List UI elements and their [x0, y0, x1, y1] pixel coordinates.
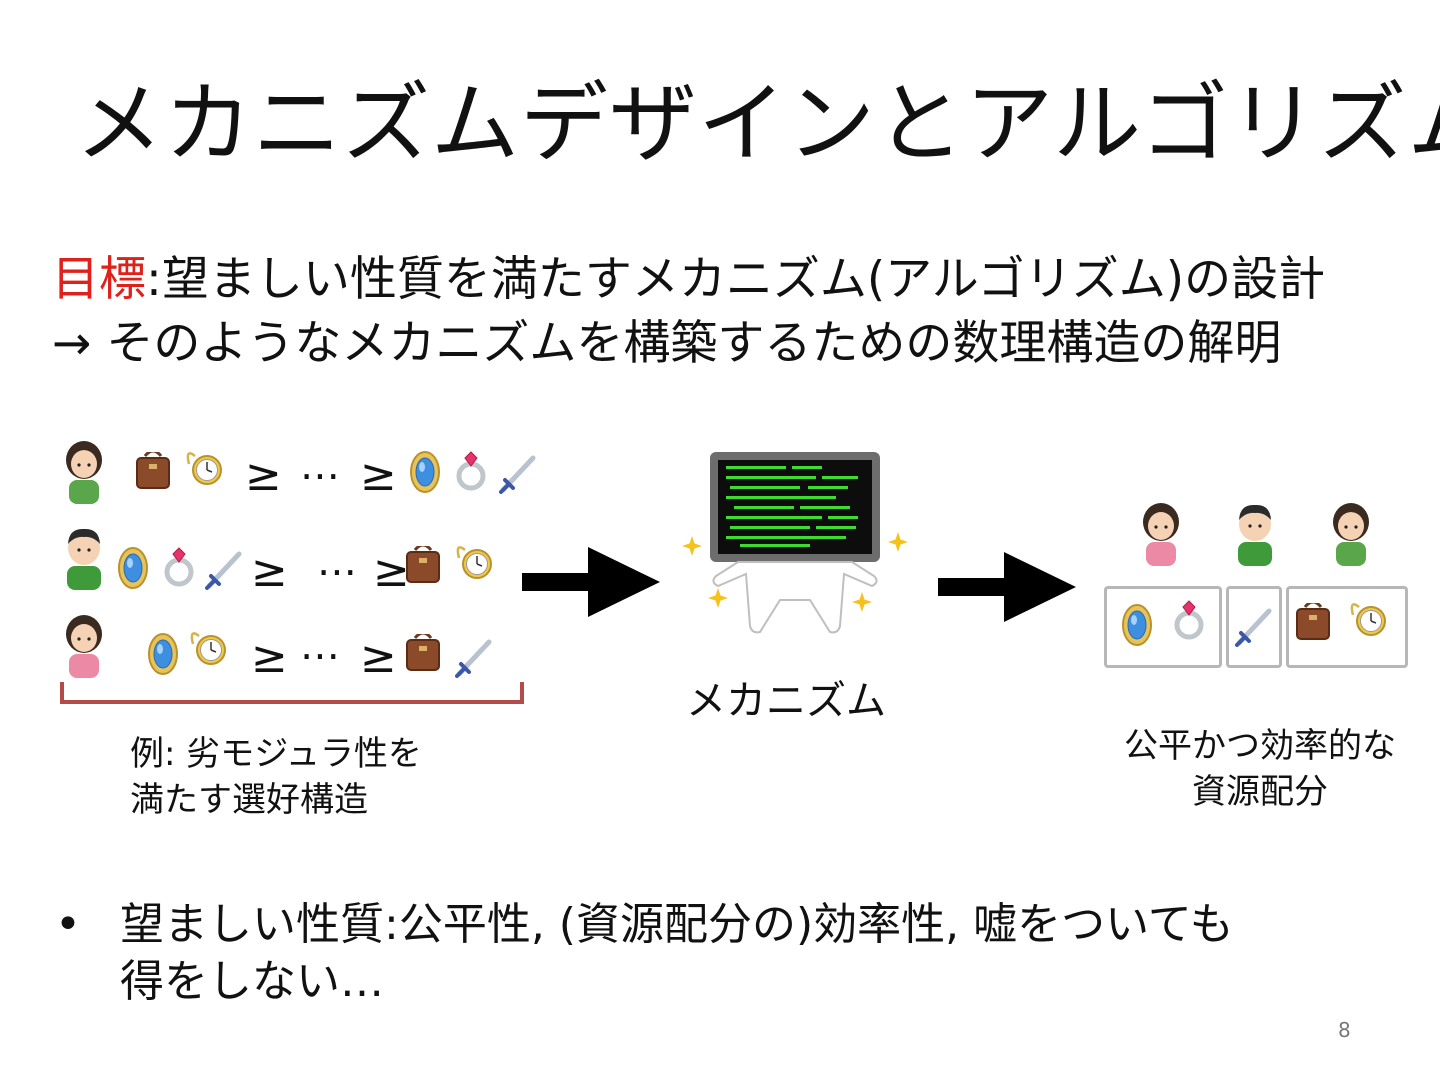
bag-icon [405, 546, 441, 584]
mechanism-label: メカニズム [686, 678, 886, 724]
arrow-right-icon [522, 547, 660, 617]
pocket-watch-icon [1350, 603, 1387, 637]
mirror-icon [1122, 604, 1152, 646]
arrow-right-icon [938, 552, 1076, 622]
sword-icon [455, 638, 495, 680]
bullet-line-1: 望ましい性質:公平性, (資源配分の)効率性, 嘘をついても [120, 899, 1234, 950]
preference-caption-line-1: 例: 劣モジュラ性を [130, 734, 422, 774]
preference-bracket [60, 682, 524, 704]
sword-icon [205, 550, 245, 592]
person-pink-icon [1143, 503, 1179, 566]
person-pink-icon [66, 615, 102, 678]
mirror-icon [148, 633, 178, 675]
allocation-caption-line-1: 公平かつ効率的な [1124, 726, 1396, 766]
ellipsis: ⋯ [300, 453, 342, 499]
bullet-text: 望ましい性質:公平性, (資源配分の)効率性, 嘘をついても 得をしない… [120, 896, 1320, 1010]
allocation-box-3 [1286, 586, 1408, 668]
preference-row-1: ≥ ⋯ ≥ [55, 438, 555, 528]
mirror-icon [118, 547, 148, 589]
pocket-watch-icon [456, 546, 493, 580]
geq-symbol: ≥ [360, 450, 397, 501]
page-number: 8 [1338, 1018, 1351, 1042]
goal-keyword: 目標 [52, 252, 146, 307]
allocation-caption-line-2: 資源配分 [1192, 771, 1328, 812]
geq-symbol: ≥ [373, 546, 410, 597]
allocation-caption: 公平かつ効率的な 資源配分 [1095, 724, 1425, 816]
preference-row-3: ≥ ⋯ ≥ [55, 612, 555, 702]
preference-caption: 例: 劣モジュラ性を 満たす選好構造 [130, 732, 422, 824]
sword-icon [1235, 607, 1275, 649]
bullet-line-2: 得をしない… [120, 956, 384, 1008]
mirror-icon [410, 451, 440, 493]
bag-icon [405, 634, 441, 672]
geq-symbol: ≥ [251, 546, 288, 597]
goal-line-1: 目標:望ましい性質を満たすメカニズム(アルゴリズム)の設計 [52, 252, 1325, 308]
preference-caption-line-2: 満たす選好構造 [130, 779, 368, 820]
ellipsis: ⋯ [317, 549, 359, 595]
pocket-watch-icon [190, 632, 227, 666]
allocation-box-2 [1226, 586, 1282, 668]
ring-icon [163, 546, 197, 590]
goal-line-2: → そのようなメカニズムを構築するための数理構造の解明 [52, 316, 1282, 371]
bag-icon [135, 452, 171, 490]
person-girl-icon [1333, 503, 1369, 566]
slide-title: メカニズムデザインとアルゴリズム [75, 72, 1440, 175]
goal-text: :望ましい性質を満たすメカニズム(アルゴリズム)の設計 [146, 252, 1326, 307]
ring-icon [1173, 599, 1207, 643]
person-boy-icon [67, 528, 101, 590]
geq-symbol: ≥ [251, 632, 288, 683]
allocation-box-1 [1104, 586, 1222, 668]
bullet-marker: • [55, 899, 81, 950]
ellipsis: ⋯ [300, 633, 342, 679]
mechanism-computer-icon [682, 452, 908, 634]
bag-icon [1295, 603, 1331, 641]
geq-symbol: ≥ [360, 632, 397, 683]
person-girl-icon [66, 441, 102, 504]
geq-symbol: ≥ [245, 450, 282, 501]
preference-row-2: ≥ ⋯ ≥ [55, 524, 555, 614]
ring-icon [455, 450, 489, 494]
pocket-watch-icon [186, 452, 223, 486]
person-boy-icon [1238, 504, 1272, 566]
sword-icon [499, 454, 539, 496]
